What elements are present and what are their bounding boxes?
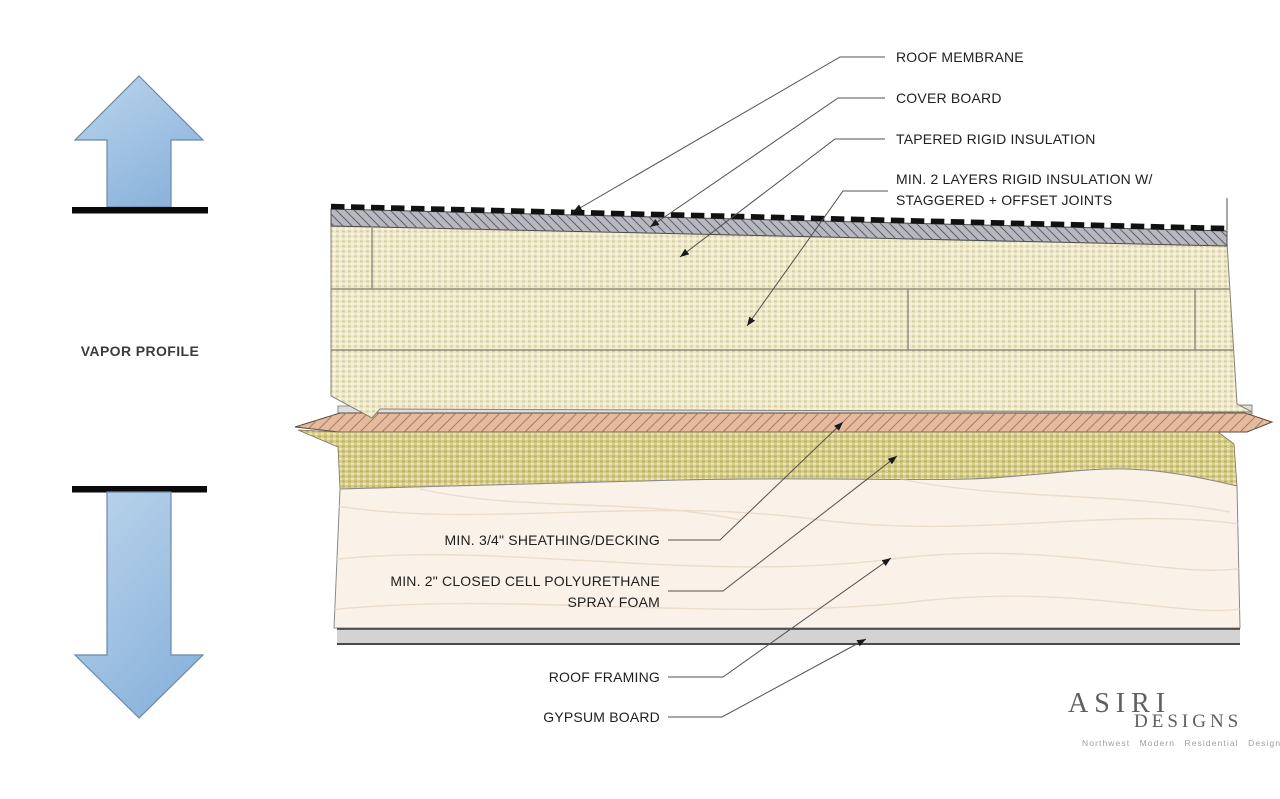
gypsum-board-layer bbox=[337, 628, 1240, 645]
leader-tapered-insulation bbox=[679, 138, 885, 258]
label-roof-membrane: ROOF MEMBRANE bbox=[896, 49, 1024, 65]
label-cover-board: COVER BOARD bbox=[896, 90, 1002, 106]
label-spray-foam-line1: MIN. 2" CLOSED CELL POLYURETHANE bbox=[390, 573, 660, 589]
leader-gypsum-board bbox=[668, 638, 867, 718]
vapor-profile-label: VAPOR PROFILE bbox=[80, 343, 200, 359]
leader-sheathing bbox=[668, 421, 844, 541]
wood-grain-texture bbox=[334, 478, 1240, 612]
sheathing-layer bbox=[294, 412, 1274, 433]
label-spray-foam-line2: SPRAY FOAM bbox=[567, 594, 660, 610]
asiri-designs-logo: ASIRI DESIGNS Northwest Modern Residenti… bbox=[1068, 688, 1280, 749]
vapor-up-arrow-icon bbox=[73, 75, 205, 208]
leader-rigid-insulation bbox=[746, 190, 888, 327]
roof-membrane-layer bbox=[330, 203, 1228, 232]
label-rigid-insulation-line2: STAGGERED + OFFSET JOINTS bbox=[896, 192, 1113, 208]
leader-cover-board bbox=[649, 97, 885, 228]
leader-spray-foam bbox=[668, 455, 898, 592]
vapor-upper-boundary-line bbox=[72, 207, 208, 214]
label-sheathing: MIN. 3/4" SHEATHING/DECKING bbox=[444, 532, 660, 548]
label-tapered-insulation: TAPERED RIGID INSULATION bbox=[896, 131, 1096, 147]
rigid-insulation-layer bbox=[330, 225, 1253, 419]
label-rigid-insulation: MIN. 2 LAYERS RIGID INSULATION W/ STAGGE… bbox=[896, 169, 1153, 211]
cover-board-layer bbox=[330, 208, 1228, 247]
logo-name: ASIRI bbox=[1068, 688, 1172, 719]
label-rigid-insulation-line1: MIN. 2 LAYERS RIGID INSULATION W/ bbox=[896, 171, 1153, 187]
label-gypsum-board: GYPSUM BOARD bbox=[543, 709, 660, 725]
vapor-down-arrow-icon bbox=[73, 491, 205, 719]
logo-suffix: DESIGNS bbox=[1134, 711, 1243, 732]
vapor-lower-boundary-line bbox=[72, 486, 207, 493]
label-spray-foam: MIN. 2" CLOSED CELL POLYURETHANE SPRAY F… bbox=[390, 571, 660, 613]
insulation-joint-lines bbox=[331, 228, 1234, 351]
label-roof-framing: ROOF FRAMING bbox=[548, 669, 660, 685]
leader-roof-membrane bbox=[572, 56, 885, 213]
logo-tagline: Northwest Modern Residential Design bbox=[1082, 738, 1280, 748]
leader-lines bbox=[572, 56, 1228, 718]
leader-roof-framing bbox=[668, 557, 892, 678]
roof-framing-layer bbox=[333, 468, 1241, 629]
